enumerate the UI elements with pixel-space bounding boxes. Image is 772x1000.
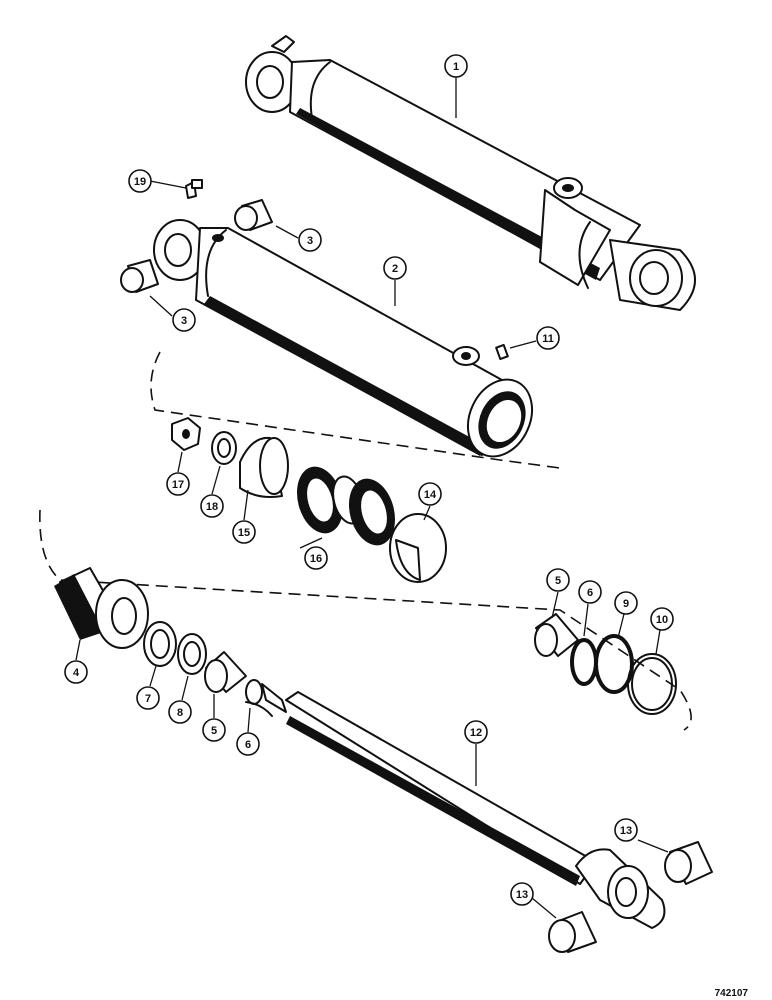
callout-16: 16 <box>304 546 328 570</box>
svg-text:3: 3 <box>307 235 313 247</box>
svg-text:5: 5 <box>555 575 561 587</box>
callout-19: 19 <box>128 169 152 193</box>
part-gland <box>54 567 149 649</box>
part-rod-bushing-upper <box>534 613 579 657</box>
part-seal-ring-9 <box>594 634 634 694</box>
svg-text:6: 6 <box>245 739 251 751</box>
callout-1: 1 <box>444 54 468 78</box>
callout-5: 5 <box>546 568 570 592</box>
part-cylinder-assembly <box>245 35 696 311</box>
piston-group-outline <box>150 351 561 469</box>
part-bushing-b <box>120 259 159 293</box>
svg-text:8: 8 <box>177 707 183 719</box>
callout-14: 14 <box>418 482 442 506</box>
svg-text:17: 17 <box>172 479 184 491</box>
svg-text:5: 5 <box>211 725 217 737</box>
callout-12: 12 <box>464 720 488 744</box>
part-eye-bushing-a <box>664 841 713 885</box>
svg-text:10: 10 <box>656 614 668 626</box>
svg-text:2: 2 <box>392 263 398 275</box>
callout-10: 10 <box>650 607 674 631</box>
svg-text:7: 7 <box>145 693 151 705</box>
part-seal-ring-10 <box>627 653 677 715</box>
part-rod-bushing-lower <box>204 651 247 693</box>
part-washer <box>211 431 237 465</box>
figure-reference-number: 742107 <box>715 988 749 999</box>
part-o-ring-lower <box>245 679 263 705</box>
svg-text:19: 19 <box>134 176 146 188</box>
svg-text:16: 16 <box>310 553 322 565</box>
callout-15: 15 <box>232 520 256 544</box>
callout-2: 2 <box>383 256 407 280</box>
svg-text:1: 1 <box>453 61 459 73</box>
callout-11: 11 <box>536 326 560 350</box>
callout-18: 18 <box>200 494 224 518</box>
callout-8: 8 <box>168 700 192 724</box>
callout-7: 7 <box>136 686 160 710</box>
callout-17: 17 <box>166 472 190 496</box>
svg-text:9: 9 <box>623 598 629 610</box>
part-bushing-a <box>234 199 273 231</box>
part-o-ring-upper <box>570 638 598 686</box>
part-nut <box>171 417 201 451</box>
svg-text:12: 12 <box>470 727 482 739</box>
callout-4: 4 <box>64 660 88 684</box>
part-set-screw <box>495 343 509 361</box>
part-eye-bushing-b <box>548 911 597 953</box>
callout-3: 3 <box>298 228 322 252</box>
part-backup-ring <box>177 633 207 675</box>
part-piston-seal-assembly <box>296 466 396 546</box>
part-piston-rod <box>245 683 666 929</box>
svg-text:6: 6 <box>587 587 593 599</box>
callout-3: 3 <box>172 308 196 332</box>
part-piston-cap <box>389 513 447 583</box>
callout-13: 13 <box>510 882 534 906</box>
svg-text:11: 11 <box>542 333 554 345</box>
gland-group-outline <box>39 509 692 731</box>
callout-13: 13 <box>614 818 638 842</box>
part-piston-half <box>239 436 289 498</box>
svg-text:13: 13 <box>516 889 528 901</box>
callout-9: 9 <box>614 591 638 615</box>
callout-6: 6 <box>236 732 260 756</box>
part-wiper-ring <box>143 621 177 667</box>
part-cylinder-barrel <box>153 219 534 458</box>
svg-text:4: 4 <box>73 667 80 679</box>
svg-text:18: 18 <box>206 501 218 513</box>
svg-text:3: 3 <box>181 315 187 327</box>
svg-text:15: 15 <box>238 527 250 539</box>
callout-6: 6 <box>578 580 602 604</box>
svg-text:13: 13 <box>620 825 632 837</box>
callout-5: 5 <box>202 718 226 742</box>
leader-lines <box>75 77 669 919</box>
part-grease-fitting <box>185 179 203 199</box>
svg-text:14: 14 <box>424 489 437 501</box>
